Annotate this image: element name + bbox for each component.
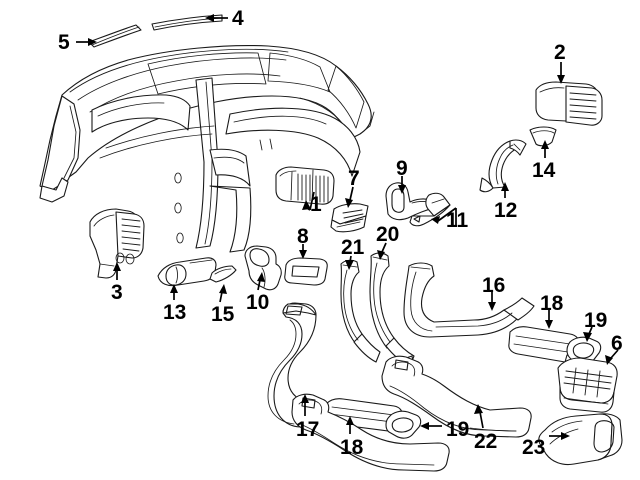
callout-21: 21	[341, 236, 365, 259]
callout-8: 8	[297, 225, 309, 248]
part-rear-floor-grille-outlet	[557, 357, 618, 413]
part-oval-mouth-elbow-duct	[244, 245, 282, 291]
part-side-defroster-nozzle	[385, 182, 435, 221]
callout-2: 2	[554, 41, 566, 64]
callout-3: 3	[111, 281, 123, 304]
callout-16: 16	[482, 274, 506, 297]
callout-19-right: 19	[584, 309, 608, 332]
part-curved-side-duct-left	[340, 259, 381, 363]
part-wedge-cap	[529, 126, 557, 147]
part-side-defroster-vent	[89, 208, 145, 279]
part-retainer-clip	[209, 265, 237, 283]
callout-22: 22	[474, 430, 498, 453]
callout-5: 5	[58, 31, 70, 54]
callout-20: 20	[376, 223, 400, 246]
callout-15: 15	[211, 303, 235, 326]
part-louvered-grille-panel	[330, 203, 369, 233]
callout-18-upper: 18	[540, 292, 564, 315]
callout-1: 1	[310, 193, 322, 216]
callout-4: 4	[232, 7, 244, 30]
part-center-air-outlet-vent	[275, 166, 335, 205]
part-side-air-outlet-vent	[535, 81, 603, 126]
callout-23: 23	[522, 436, 546, 459]
part-rectangular-outlet-bezel	[284, 257, 328, 286]
callout-18-lower: 18	[340, 436, 364, 459]
leader-lines	[76, 14, 619, 440]
part-defroster-trim-strip-left	[88, 24, 142, 48]
part-tapered-defroster-nozzle	[409, 192, 451, 227]
callout-6: 6	[611, 332, 623, 355]
callout-17: 17	[296, 418, 320, 441]
callout-9: 9	[396, 157, 408, 180]
callout-10: 10	[246, 291, 270, 314]
part-instrument-panel-assembly	[39, 45, 375, 253]
callout-11: 11	[446, 209, 469, 232]
part-duct-end-cap-lower	[385, 410, 422, 439]
part-rear-floor-heater-duct	[291, 355, 532, 472]
callout-7: 7	[348, 167, 360, 190]
callout-13: 13	[163, 301, 187, 324]
part-rear-curved-outlet-duct	[538, 413, 623, 466]
part-curved-side-defroster-duct	[479, 139, 527, 193]
part-floor-distribution-duct	[403, 262, 535, 338]
callout-19-lower: 19	[446, 418, 470, 441]
part-cylindrical-connector-hose	[157, 257, 217, 287]
callout-14: 14	[532, 159, 556, 182]
callout-12: 12	[494, 199, 518, 222]
